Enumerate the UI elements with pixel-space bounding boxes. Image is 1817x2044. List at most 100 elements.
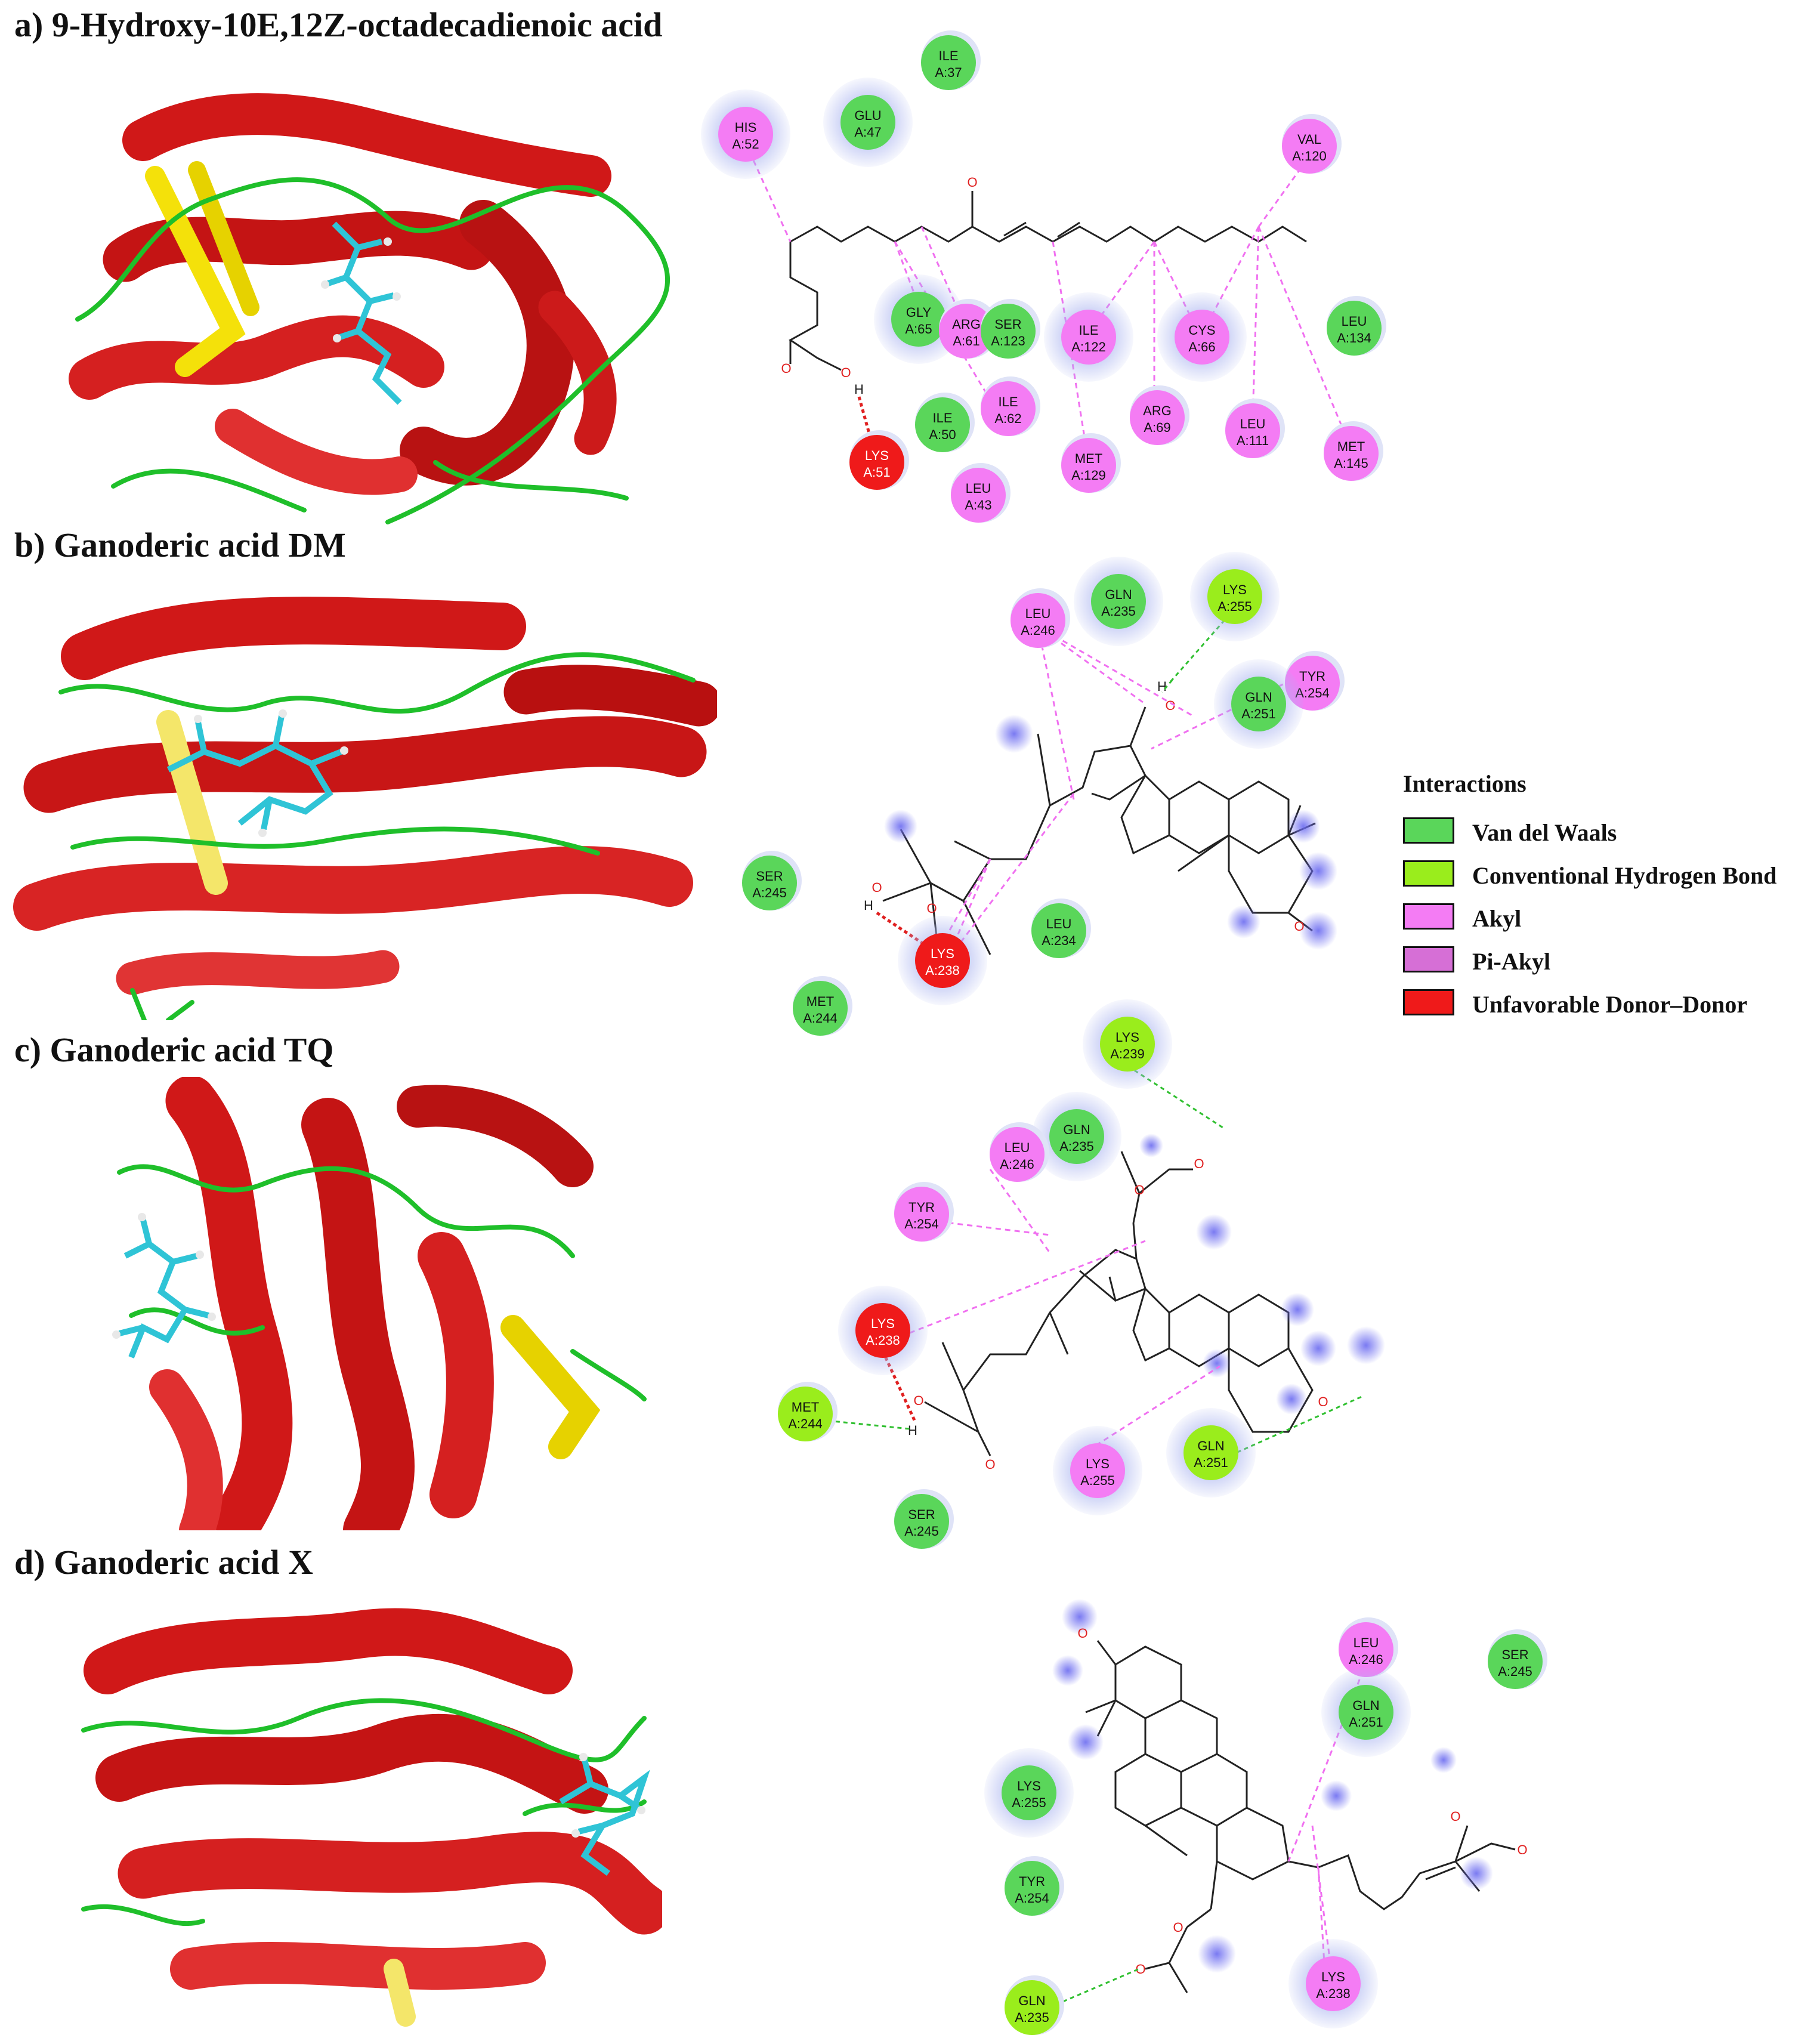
residue-disc [1282,119,1337,174]
residue-number: A:51 [863,465,890,480]
atom-label-o: O [1450,1809,1460,1824]
panel-c-title: c) Ganoderic acid TQ [14,1030,334,1069]
residue-number: A:244 [788,1416,823,1431]
residue-number: A:251 [1241,706,1276,721]
atom-label-o: O [872,880,882,895]
atom-label-o: O [1194,1156,1204,1171]
residue-number: A:245 [752,885,787,900]
residue-disc [840,95,895,150]
residue-name: SER [994,317,1021,332]
residue-disc [1324,426,1379,481]
atom-label-o: O [985,1457,995,1472]
legend-title: Interactions [1403,770,1526,797]
residue-disc [1306,1956,1361,2011]
residue-name: GLU [854,108,881,123]
residue-disc [1002,1765,1056,1820]
residue-name: GLN [1105,587,1132,602]
residue-number: A:238 [925,963,960,978]
residue-name: LEU [1240,416,1266,431]
residue-disc [894,1494,949,1549]
atom-label-o: O [1165,698,1175,713]
residue-number: A:251 [1194,1455,1228,1470]
residue-disc [1005,1980,1059,2035]
residue-disc [921,35,976,90]
residue-arg-69: ARG A:69 [1130,385,1189,445]
residue-name: GLN [1018,1993,1045,2008]
residue-disc [793,981,848,1036]
residue-disc [1100,1017,1155,1072]
legend-swatch [1403,860,1454,887]
residue-name: TYR [1019,1874,1045,1889]
residue-name: LYS [1223,582,1247,597]
residue-number: A:255 [1080,1473,1115,1488]
residue-disc [778,1387,833,1441]
residue-name: LYS [871,1316,895,1331]
residue-disc [1061,310,1116,365]
residue-number: A:255 [1217,599,1252,614]
residue-name: LYS [1086,1456,1110,1471]
residue-number: A:235 [1059,1139,1094,1154]
residue-name: ILE [998,394,1018,409]
ligand-b-halos [884,715,1337,950]
atom-label-o: O [781,361,791,376]
residue-lys-255: LYS A:255 [1190,552,1280,641]
residue-name: LYS [1115,1030,1139,1045]
residue-name: TYR [1299,669,1325,684]
residue-number: A:69 [1144,420,1170,435]
ligand-a-atoms: O O O H [781,175,977,397]
residue-disc [1488,1634,1543,1689]
residue-number: A:254 [1015,1891,1049,1906]
legend-label: Conventional Hydrogen Bond [1472,862,1777,889]
residue-disc [1049,1109,1104,1164]
legend-swatch [1403,817,1454,844]
residue-tyr-254: TYR A:254 [1005,1856,1064,1916]
residue-number: A:47 [854,125,881,140]
atom-label-o: O [1173,1920,1183,1935]
residue-name: MET [792,1400,819,1415]
protein-structure-d [72,1599,662,2028]
residue-number: A:246 [1349,1652,1383,1667]
residue-name: MET [1337,439,1365,454]
atom-label-o: O [926,901,937,916]
interaction-legend: Interactions Van del Waals Conventional … [1403,770,1809,1044]
residue-number: A:66 [1188,339,1215,354]
residue-disc [1091,574,1146,629]
residue-disc [981,381,1036,436]
residue-disc [1327,301,1382,356]
legend-label: Unfavorable Donor–Donor [1472,991,1748,1018]
residue-name: LEU [1342,314,1367,329]
residue-disc [1175,310,1229,365]
residue-number: A:255 [1012,1795,1046,1810]
residue-disc [1061,438,1116,493]
residue-disc [1005,1861,1059,1916]
residue-disc [981,304,1036,359]
residue-disc [891,292,946,347]
atom-label-o: O [1294,919,1304,934]
residue-number: A:234 [1042,933,1076,948]
residue-number: A:239 [1110,1046,1145,1061]
residue-number: A:251 [1349,1715,1383,1730]
residue-name: ARG [1143,403,1172,418]
protein-structure-c [60,1077,656,1530]
